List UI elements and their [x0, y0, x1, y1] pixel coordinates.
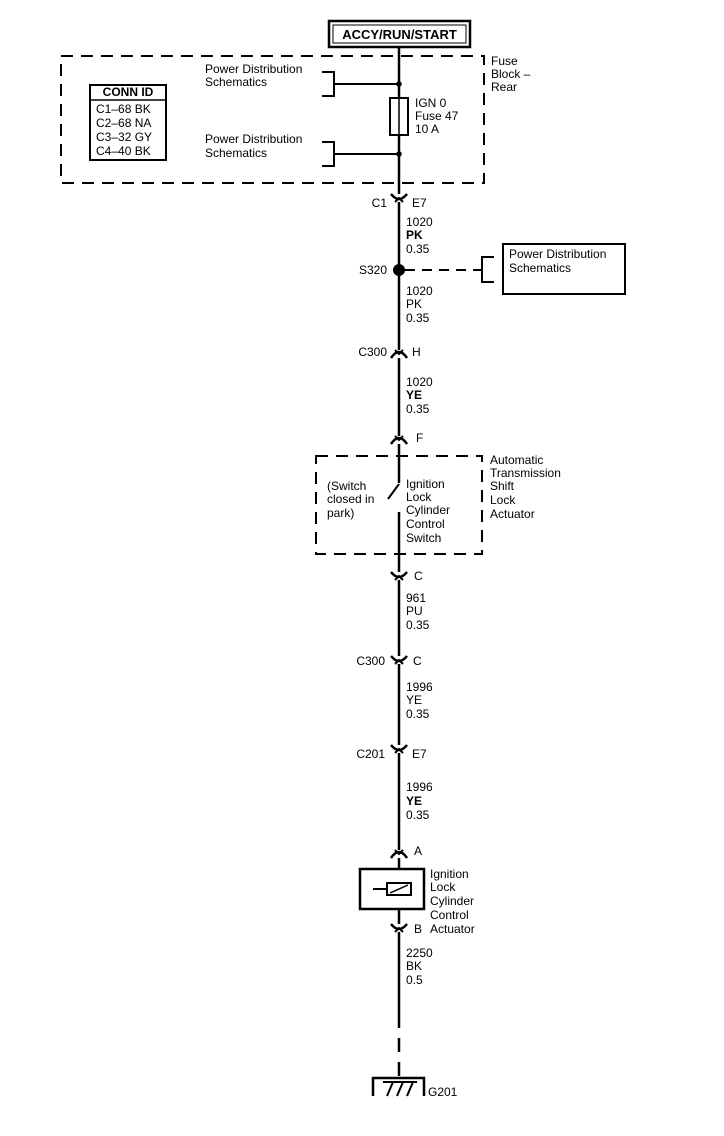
svg-text:E7: E7	[412, 196, 427, 210]
wire-label: 1020 YE 0.35	[406, 375, 436, 416]
svg-text:Ignition Lock: Ignition Lock Cylinder Control Switch	[406, 477, 453, 545]
svg-text:B: B	[414, 922, 422, 936]
svg-text:Power Distribution Sch: Power Distribution Schematics	[205, 62, 306, 89]
connector-c: C	[390, 569, 423, 583]
svg-text:C: C	[413, 654, 422, 668]
wire-label: 1020 PK 0.35	[406, 215, 436, 256]
wire-label: 2250 BK 0.5	[406, 946, 436, 987]
power-source-label: ACCY/RUN/START	[342, 27, 457, 42]
svg-text:C300: C300	[358, 345, 387, 359]
connector-c1: C1 E7	[372, 193, 427, 210]
conn-id-row: C1–68 BK	[96, 102, 151, 116]
conn-id-table: CONN ID C1–68 BK C2–68 NA C3–32 GY C4–40…	[89, 84, 167, 161]
power-distribution-ref-top: Power Distribution Schematics	[205, 62, 402, 97]
shift-lock-label: Automatic Transmission Shift Lock Actuat…	[490, 453, 564, 521]
wire-label: 1020 PK 0.35	[406, 284, 436, 325]
connector-c201: C201 E7	[356, 744, 427, 761]
svg-text:C: C	[414, 569, 423, 583]
actuator-label: Ignition Lock Cylinder Control Actuator	[430, 867, 477, 936]
conn-id-title: CONN ID	[103, 85, 154, 99]
svg-text:A: A	[414, 844, 422, 858]
connector-f: F	[389, 431, 423, 445]
ground-label: G201	[428, 1085, 458, 1099]
splice-s320: S320 Power Distribution Schematics	[359, 243, 626, 295]
connector-b: B	[390, 922, 422, 936]
connector-c300-c: C300 C	[356, 654, 422, 668]
connector-c300-h: C300 H	[358, 345, 420, 359]
fuse-block-label: Fuse Block – Rear	[491, 54, 534, 94]
svg-text:C1: C1	[372, 196, 388, 210]
wire-label: 1996 YE 0.35	[406, 680, 436, 721]
wire-label: 961 PU 0.35	[406, 591, 430, 632]
switch-note: (Switch closed in park)	[327, 479, 378, 520]
ignition-lock-switch: Ignition Lock Cylinder Control Switch	[387, 477, 453, 545]
svg-text:Power Distribution Sch: Power Distribution Schematics	[205, 132, 306, 160]
svg-text:C300: C300	[356, 654, 385, 668]
svg-text:H: H	[412, 345, 421, 359]
conn-id-row: C3–32 GY	[96, 130, 152, 144]
ignition-lock-actuator: Ignition Lock Cylinder Control Actuator	[358, 867, 477, 936]
shift-lock-actuator: Automatic Transmission Shift Lock Actuat…	[315, 453, 564, 555]
power-distribution-ref-bottom: Power Distribution Schematics	[205, 132, 402, 167]
power-source-box: ACCY/RUN/START	[327, 19, 472, 49]
conn-id-row: C2–68 NA	[96, 116, 151, 130]
connector-a: A	[389, 844, 422, 859]
fuse-47: IGN 0 Fuse 47 10 A	[389, 96, 462, 136]
ground-g201: G201	[371, 1076, 458, 1099]
svg-text:E7: E7	[412, 747, 427, 761]
svg-text:C201: C201	[356, 747, 385, 761]
splice-ref-label: Power Distribution Schematics	[509, 247, 610, 275]
svg-text:S320: S320	[359, 263, 387, 277]
svg-text:F: F	[416, 431, 423, 445]
fuse-label: IGN 0 Fuse 47 10 A	[415, 96, 462, 136]
wire-label: 1996 YE 0.35	[406, 780, 436, 822]
conn-id-row: C4–40 BK	[96, 144, 151, 158]
fuse-block: Fuse Block – Rear CONN ID C1–68 BK C2–68…	[60, 54, 534, 184]
